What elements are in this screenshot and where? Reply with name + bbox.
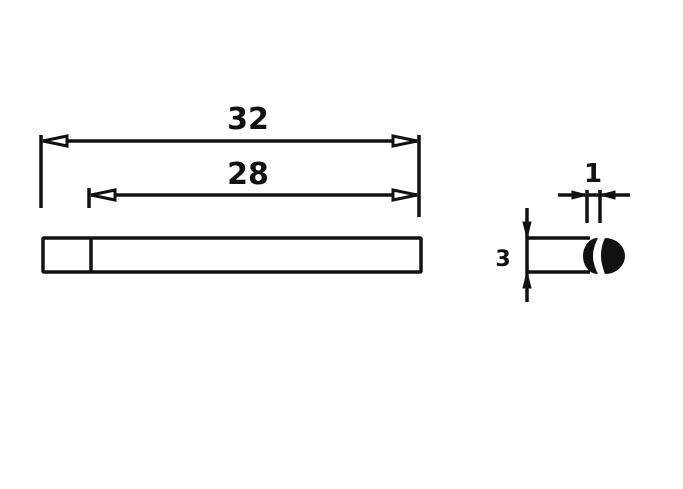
dimension-overall-length <box>39 134 421 217</box>
part-end-view <box>522 190 630 302</box>
label-gap: 1 <box>584 159 602 189</box>
arrowhead-left-icon <box>90 188 117 202</box>
bar-outline <box>41 236 423 274</box>
label-height: 3 <box>495 247 510 272</box>
section-half-right <box>601 238 625 274</box>
arrowhead-right-icon <box>571 190 589 200</box>
end-view-section <box>583 238 625 274</box>
part-side-view <box>41 236 423 274</box>
section-half-left <box>583 238 598 274</box>
arrowhead-up-icon <box>522 271 532 289</box>
label-overall-length: 32 <box>227 102 269 137</box>
arrowhead-left-icon <box>42 134 69 148</box>
arrowhead-right-icon <box>391 188 418 202</box>
label-partial-length: 28 <box>227 157 269 192</box>
dimension-partial-length <box>87 188 418 208</box>
arrowhead-left-icon <box>598 190 616 200</box>
arrowhead-down-icon <box>522 221 532 239</box>
arrowhead-right-icon <box>391 134 418 148</box>
